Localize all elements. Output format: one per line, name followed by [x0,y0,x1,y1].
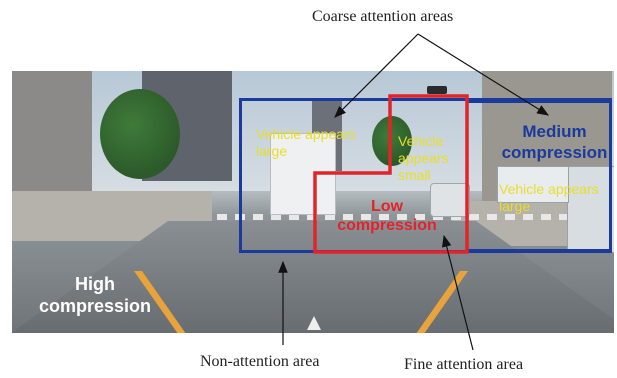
non-attention-caption: Non-attention area [200,353,320,370]
coarse-attention-caption: Coarse attention areas [312,8,454,25]
low-compression-label: Low compression [337,198,437,234]
tree [100,89,180,179]
high-compression-label: High compression [38,274,152,316]
arrow-coarse-left [334,33,419,118]
arrow-coarse-right [417,33,550,116]
fine-attention-caption: Fine attention area [404,356,524,373]
medium-compression-label: Medium compression [501,122,608,162]
arrow-fine-attention [442,234,474,351]
right-vehicle [497,166,569,203]
white-car [430,183,470,217]
traffic-light [427,86,447,94]
street-photo [12,71,614,333]
road-arrow [307,316,321,330]
vehicle-small-label: Vehicle appears small [398,133,449,183]
coarse-attention-box-right [467,100,612,252]
right-truck [567,166,614,253]
vehicle-large-label-right: Vehicle appears large [499,181,599,214]
vehicle-large-label-left: Vehicle appears large [256,126,356,159]
tree [372,116,412,166]
crosswalk [217,214,597,220]
